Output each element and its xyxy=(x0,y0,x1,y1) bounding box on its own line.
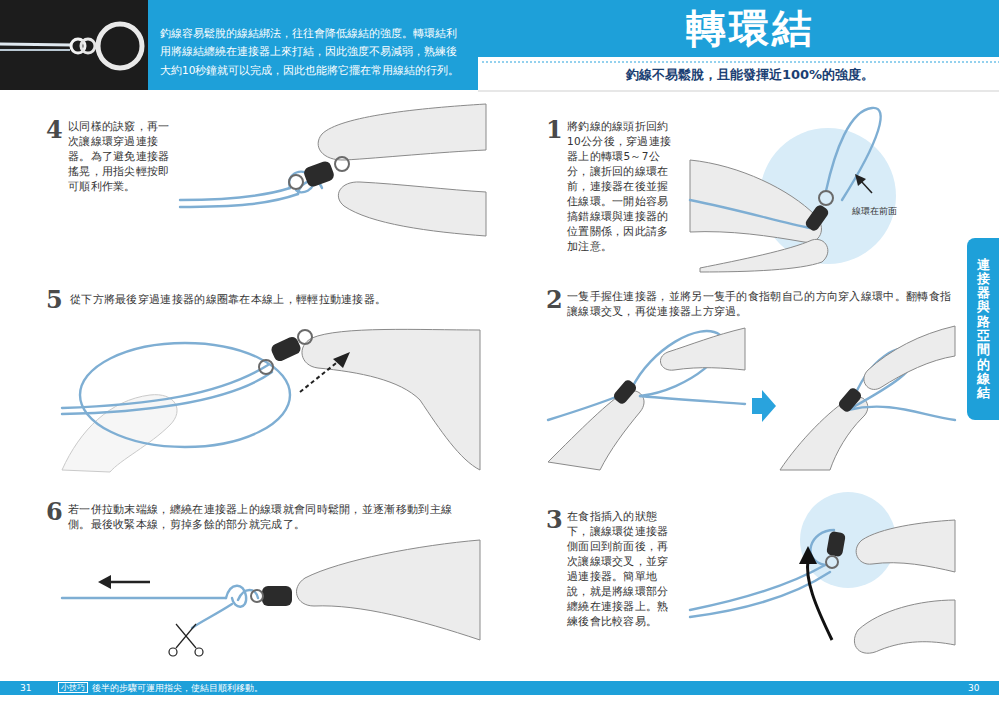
step3-figure xyxy=(690,492,955,653)
callout-label: 線環在前面 xyxy=(852,205,897,217)
step6-figure xyxy=(62,540,480,656)
footer-band: 31 後半的步驟可運用指尖，使結目順利移動。 30 小技巧 xyxy=(0,681,999,695)
intro-banner: 釣線容易鬆脫的線結綁法，往往會降低線結的強度。轉環結利用將線結纏繞在連接器上來打… xyxy=(148,0,478,90)
page-number: 30 xyxy=(968,681,979,695)
step-number: 2 xyxy=(546,288,563,312)
step-text: 以同樣的訣竅，再一次讓線環穿過連接器。為了避免連接器搖晃，用指尖輕按即可順利作業… xyxy=(68,119,172,194)
step4-figure xyxy=(180,104,486,236)
step5-figure xyxy=(62,329,480,472)
step-text: 從下方將最後穿過連接器的線圈靠在本線上，輕輕拉動連接器。 xyxy=(70,292,490,307)
step-number: 4 xyxy=(46,118,63,142)
step-text: 將釣線的線頭折回約10公分後，穿過連接器上的轉環5～7公分，讓折回的線環在前，連… xyxy=(567,119,675,254)
dotted-rule xyxy=(482,62,999,63)
step-text: 一隻手握住連接器，並將另一隻手的食指朝自己的方向穿入線環中。翻轉食指讓線環交叉，… xyxy=(567,289,952,319)
tip-badge: 小技巧 xyxy=(58,682,88,693)
step-number: 6 xyxy=(46,500,63,524)
tip-label: 小技巧 xyxy=(61,683,85,692)
tip-text: 後半的步驟可運用指尖，使結目順利移動。 xyxy=(92,681,263,695)
subtitle: 釣線不易鬆脫，且能發揮近100%的強度。 xyxy=(600,66,900,84)
intro-text: 釣線容易鬆脫的線結綁法，往往會降低線結的強度。轉環結利用將線結纏繞在連接器上來打… xyxy=(160,24,466,79)
page-title: 轉環結 xyxy=(640,5,860,51)
step-number: 5 xyxy=(46,288,63,312)
step-text: 若一併拉動末端線，纏繞在連接器上的線環就會同時鬆開，並逐漸移動到主線側。最後收緊… xyxy=(68,502,468,532)
step-text: 在食指插入的狀態下，讓線環從連接器側面回到前面後，再次讓線環交叉，並穿過連接器。… xyxy=(567,509,675,629)
page-number: 31 xyxy=(20,681,31,695)
step-number: 1 xyxy=(546,118,563,142)
step-number: 3 xyxy=(546,508,563,532)
knot-photo xyxy=(0,0,148,90)
section-tab: 連接器與路亞間的線結 xyxy=(967,238,999,420)
step2-figure xyxy=(548,326,955,470)
step1-figure xyxy=(690,108,896,272)
tab-text: 連接器與路亞間的線結 xyxy=(977,258,990,401)
header-rule xyxy=(478,91,999,92)
